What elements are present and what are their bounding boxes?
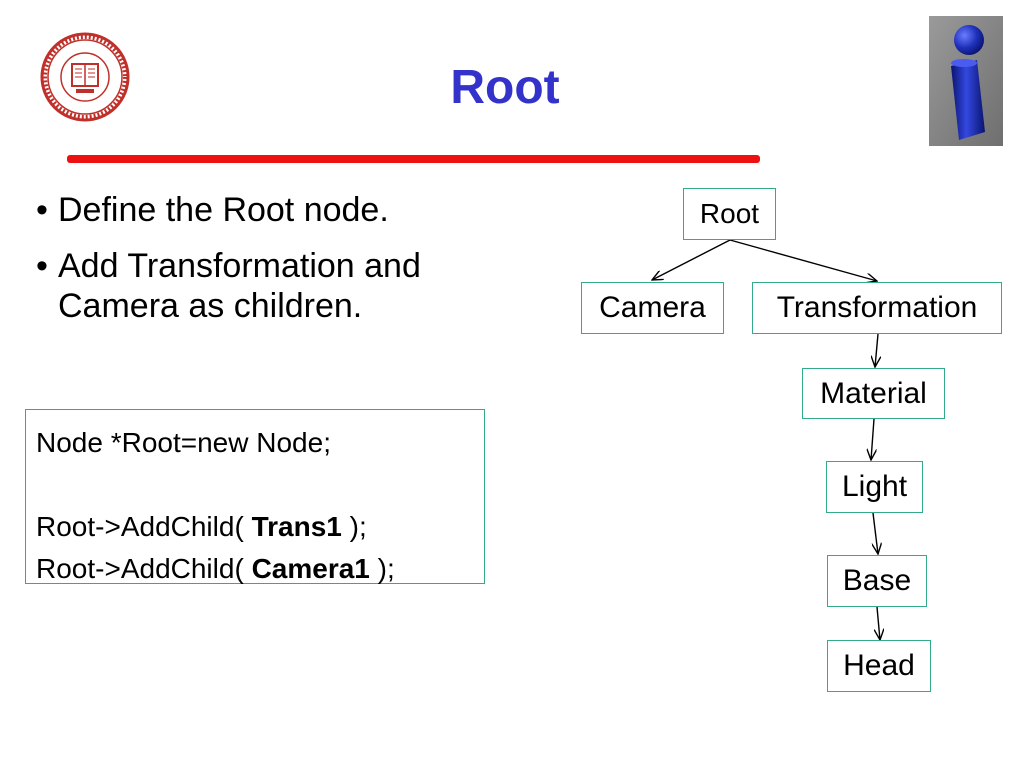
edge-transformation-material [875,333,878,367]
code-text: ); [369,553,395,584]
code-line-1: Node *Root=new Node; [36,427,331,458]
code-text: Root->AddChild( [36,511,252,542]
blue-i-logo [929,16,1003,146]
bullet-marker: • [36,191,48,229]
edge-base-head [877,606,880,640]
tree-node-camera: Camera [581,282,724,334]
code-line-3: Root->AddChild( Camera1 ); [36,548,474,590]
bullet-list: • Define the Root node. • Add Transforma… [30,190,510,342]
code-blank-line [36,464,474,506]
bullet-item: • Add Transformation and Camera as child… [30,246,510,326]
university-seal-logo [40,32,130,122]
code-argument-camera1: Camera1 [251,553,370,584]
bullet-text: Define the Root node. [58,191,389,229]
edge-light-base [873,512,878,554]
code-argument-trans1: Trans1 [251,511,342,542]
slide-title: Root [450,61,560,114]
bullet-marker: • [36,247,48,285]
bullet-item: • Define the Root node. [30,190,510,230]
tree-node-light: Light [826,461,923,513]
code-box: Node *Root=new Node; Root->AddChild( Tra… [25,409,485,584]
edge-material-light [871,418,874,460]
tree-node-base: Base [827,555,927,607]
tree-node-material: Material [802,368,945,419]
tree-node-root: Root [683,188,776,240]
title-underline-rule [67,155,760,163]
code-line-2: Root->AddChild( Trans1 ); [36,506,474,548]
code-text: Root->AddChild( [36,553,252,584]
bullet-text: Add Transformation and Camera as childre… [58,247,421,325]
tree-node-head: Head [827,640,931,692]
tree-node-transformation: Transformation [752,282,1002,334]
edge-root-transformation [729,239,877,281]
edge-root-camera [652,239,731,280]
code-text: ); [341,511,367,542]
